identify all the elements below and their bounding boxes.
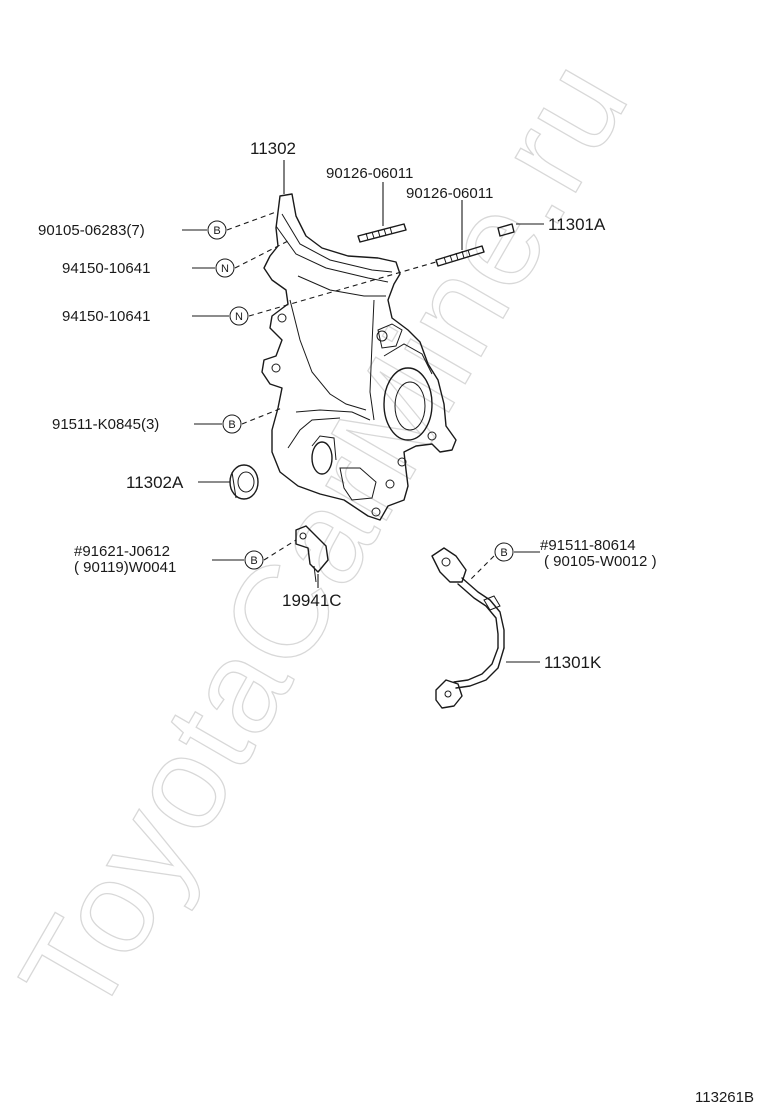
svg-text:N: N xyxy=(235,311,243,323)
stud-90126-b xyxy=(435,245,485,267)
svg-text:B: B xyxy=(250,555,257,567)
bolt-symbol-91511-80614: B xyxy=(494,542,514,562)
callout-90105-06283: 90105-06283(7) xyxy=(38,222,145,239)
callout-90105-w0012: ( 90105-W0012 ) xyxy=(544,553,657,570)
figure-code: 113261B xyxy=(695,1089,754,1106)
callout-11301k: 11301K xyxy=(544,653,602,672)
callout-11302a: 11302A xyxy=(126,473,184,492)
callout-91511-80614: #91511-80614 xyxy=(540,537,636,554)
callout-91621: #91621-J0612 xyxy=(74,543,170,560)
bracket-19941c xyxy=(295,525,329,583)
callout-94150-b: 94150-10641 xyxy=(62,308,150,325)
crank-position-sensor-11301k xyxy=(431,547,505,709)
svg-text:B: B xyxy=(228,419,235,431)
callout-19941c: 19941C xyxy=(282,591,342,610)
bolt-symbol-90105: B xyxy=(207,220,227,240)
svg-text:N: N xyxy=(221,263,229,275)
stud-90126-a xyxy=(357,223,407,243)
callout-11302: 11302 xyxy=(250,139,296,158)
nut-symbol-94150-b: N xyxy=(229,306,249,326)
nut-symbol-94150-a: N xyxy=(215,258,235,278)
callout-90126-b: 90126-06011 xyxy=(406,185,493,202)
svg-text:B: B xyxy=(500,547,507,559)
dowel-pin-11301a xyxy=(497,223,515,237)
callout-94150-a: 94150-10641 xyxy=(62,260,150,277)
bolt-symbol-91621: B xyxy=(244,550,264,570)
callout-90126-a: 90126-06011 xyxy=(326,165,413,182)
oil-seal-11302a xyxy=(229,464,259,500)
svg-text:B: B xyxy=(213,225,220,237)
callout-90119: ( 90119)W0041 xyxy=(74,559,176,576)
timing-chain-cover xyxy=(261,193,457,521)
callout-11301a: 11301A xyxy=(548,215,606,234)
bolt-symbol-91511: B xyxy=(222,414,242,434)
callout-91511-k0845: 91511-K0845(3) xyxy=(52,416,159,433)
